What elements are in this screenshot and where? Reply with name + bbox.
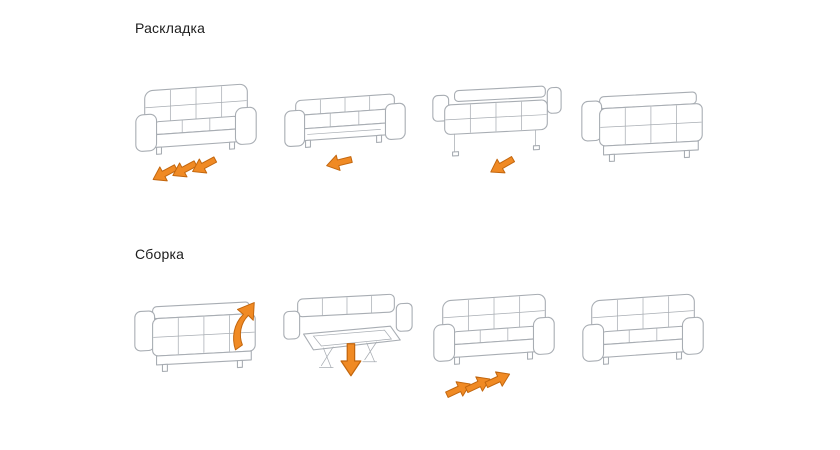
unfold-step-1-figure xyxy=(122,52,271,210)
fold-step-2-figure xyxy=(271,262,420,420)
bed-fully-extended-illustration xyxy=(580,90,703,164)
unfold-step-4-figure xyxy=(569,52,718,210)
unfold-steps-row xyxy=(122,52,722,210)
sofa-drawing xyxy=(283,93,406,148)
unfold-step-3-figure xyxy=(420,52,569,210)
fold-step-1-figure xyxy=(122,262,271,420)
sofa-push-in-illustration xyxy=(432,292,555,403)
motion-arrow-icon xyxy=(485,151,517,180)
fold-step-4-figure xyxy=(569,262,718,420)
sofa-drawing xyxy=(134,82,257,157)
motion-arrow-icon xyxy=(323,151,354,174)
curved-up-arrow-icon xyxy=(232,302,255,351)
sofa-back-folded-illustration xyxy=(283,93,406,174)
fold-steps-row xyxy=(122,262,722,420)
down-arrow-icon xyxy=(339,343,361,377)
unfold-step-2-figure xyxy=(271,52,420,210)
bed-lift-edge-illustration xyxy=(133,300,256,374)
sofa-drawing xyxy=(431,85,562,157)
frame-folding-illustration xyxy=(282,293,413,377)
content-panel: Раскладка xyxy=(122,0,722,450)
sofa-drawing xyxy=(282,293,413,340)
bed-half-extended-illustration xyxy=(431,85,562,180)
sofa-closed-pull-out-illustration xyxy=(134,82,257,187)
section-title-fold: Сборка xyxy=(135,246,185,262)
sofa-drawing xyxy=(432,292,555,367)
fold-step-3-figure xyxy=(420,262,569,420)
sofa-drawing xyxy=(581,292,704,367)
metal-frame-drawing xyxy=(302,325,401,369)
section-title-unfold: Раскладка xyxy=(135,20,206,36)
bed-drawing xyxy=(580,90,703,164)
sofa-assembled-illustration xyxy=(581,292,704,367)
